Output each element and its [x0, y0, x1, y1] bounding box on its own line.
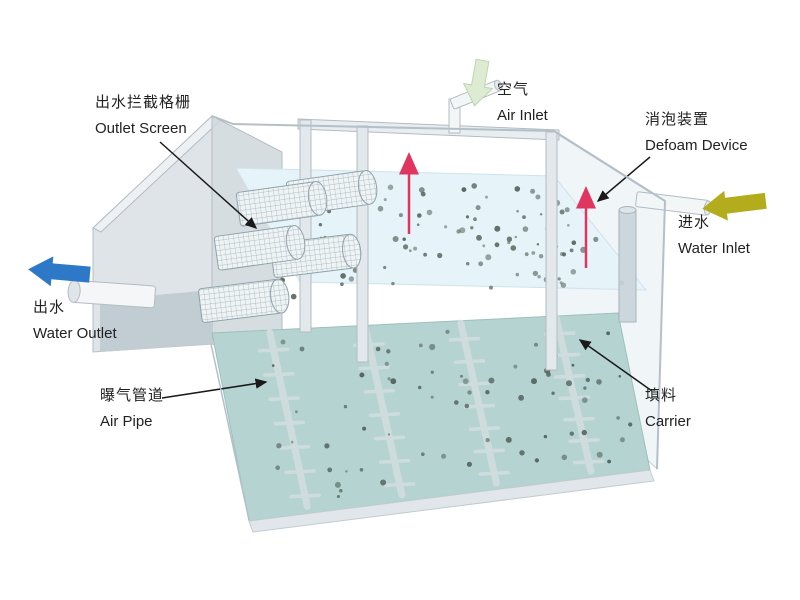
- label-water-inlet-en: Water Inlet: [678, 240, 750, 257]
- label-water-inlet: 进水 Water Inlet: [678, 215, 750, 256]
- tank-left-front-edge: [210, 343, 250, 521]
- frame-post-left: [299, 119, 312, 333]
- outlet-screen-cylinders: [198, 170, 378, 323]
- label-defoam-device: 消泡装置 Defoam Device: [645, 112, 748, 153]
- label-water-inlet-zh: 进水: [678, 214, 711, 231]
- air-inlet-arrow: [462, 58, 494, 107]
- water-inlet-arrow: [702, 190, 767, 221]
- label-outlet-screen-en: Outlet Screen: [95, 120, 187, 137]
- label-outlet-screen-zh: 出水拦截格栅: [95, 94, 192, 111]
- inlet-downcomer-pipe: [618, 206, 637, 323]
- label-air-pipe-zh: 曝气管道: [100, 387, 165, 404]
- tank-front-bottom-edge: [248, 469, 655, 533]
- defoam-device-leader-arrow: [596, 156, 651, 202]
- label-water-outlet: 出水 Water Outlet: [33, 300, 117, 341]
- water-outlet-arrow: [28, 256, 91, 287]
- label-carrier: 填料 Carrier: [645, 388, 691, 429]
- label-defoam-device-en: Defoam Device: [645, 137, 748, 154]
- air-pipe-grid: [257, 314, 605, 510]
- label-outlet-screen: 出水拦截格栅 Outlet Screen: [95, 95, 191, 136]
- label-air-pipe: 曝气管道 Air Pipe: [100, 388, 164, 429]
- carrier-dots-upper: [279, 183, 625, 304]
- label-water-outlet-en: Water Outlet: [33, 325, 117, 342]
- outlet-screen-leader-arrow: [159, 141, 258, 230]
- air-pipe-leader-arrow: [161, 378, 268, 399]
- label-air-pipe-en: Air Pipe: [100, 413, 153, 430]
- label-defoam-device-zh: 消泡装置: [645, 111, 710, 128]
- carrier-leader-arrow: [578, 339, 653, 392]
- label-air-inlet-en: Air Inlet: [497, 107, 548, 124]
- label-carrier-zh: 填料: [645, 387, 678, 404]
- label-carrier-en: Carrier: [645, 413, 691, 430]
- water-outlet-pipe: [67, 279, 156, 309]
- label-air-inlet-zh: 空气: [497, 81, 530, 98]
- frame-post-right: [545, 131, 558, 371]
- tank-rim-edge: [211, 115, 666, 470]
- label-water-outlet-zh: 出水: [33, 299, 66, 316]
- label-air-inlet: 空气 Air Inlet: [497, 82, 548, 123]
- support-frame: [297, 118, 560, 371]
